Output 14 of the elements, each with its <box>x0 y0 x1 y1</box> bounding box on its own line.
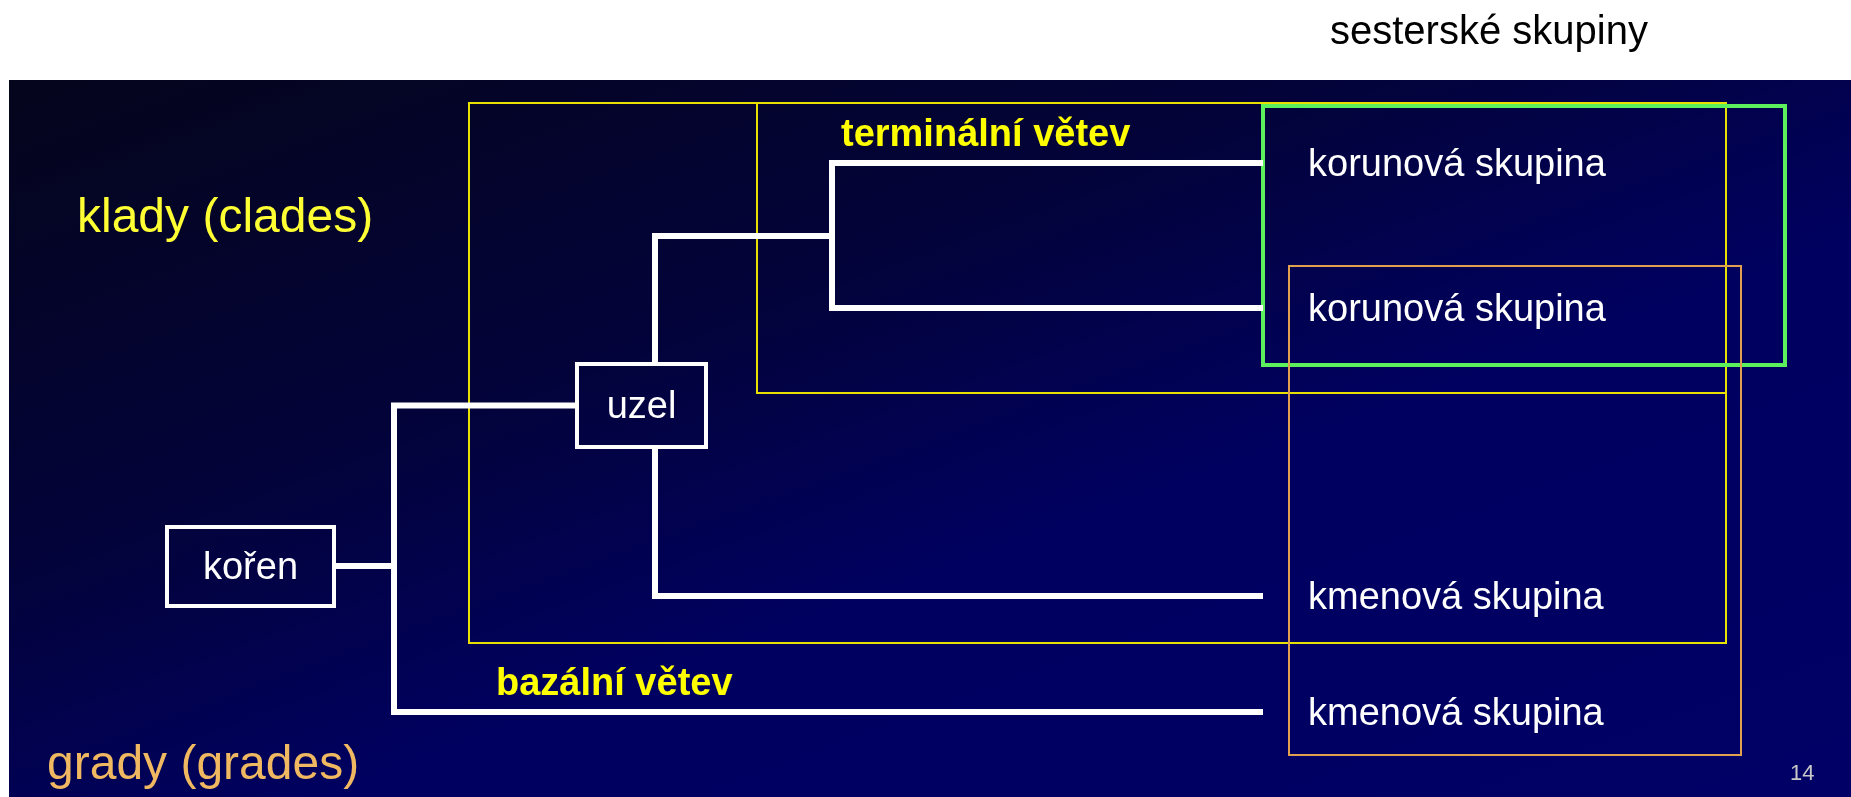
heading: sesterské skupiny <box>1330 8 1648 53</box>
tree-branch <box>652 449 1263 599</box>
taxon-label: kmenová skupina <box>1263 573 1703 619</box>
edge-label: terminální větev <box>841 112 1131 155</box>
taxon-label: korunová skupina <box>1263 140 1703 186</box>
edge-label: bazální větev <box>496 661 733 704</box>
tree-branch <box>336 563 1263 715</box>
taxon-label: kmenová skupina <box>1263 689 1683 735</box>
clade-heading: klady (clades) <box>77 188 374 243</box>
taxon-label: korunová skupina <box>1263 285 1703 331</box>
node-box: uzel <box>575 362 708 449</box>
grade-heading: grady (grades) <box>47 735 360 790</box>
slide-number: 14 <box>1790 760 1815 786</box>
root-box: kořen <box>165 525 336 608</box>
